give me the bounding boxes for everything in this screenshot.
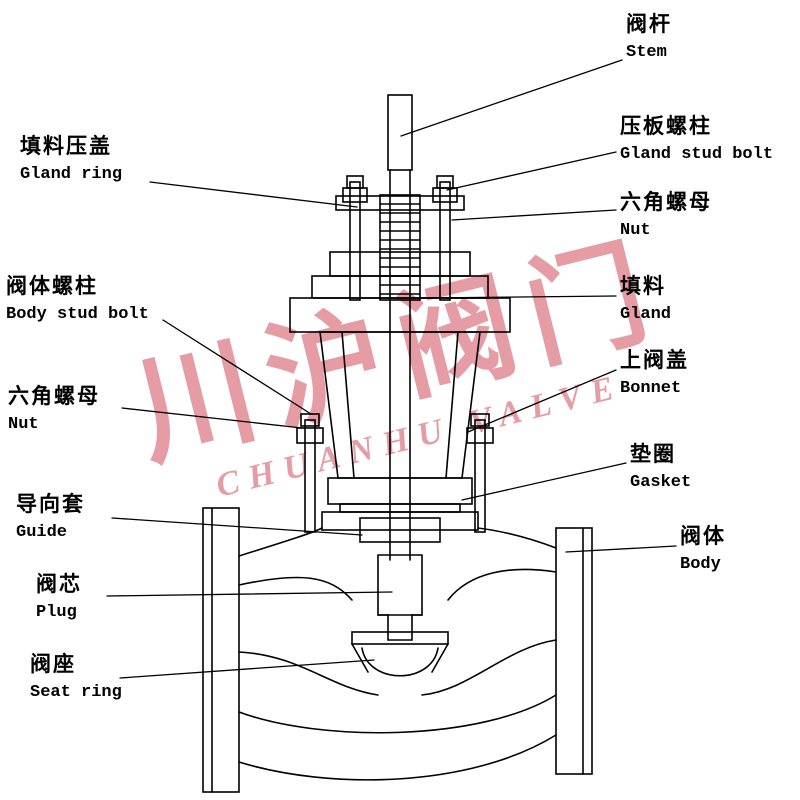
- plug-part: [377, 554, 423, 641]
- label-plug-en: Plug: [36, 603, 77, 622]
- label-body-stud-bolt: 阀体螺柱 Body stud bolt: [6, 270, 149, 324]
- label-seat-ring-zh: 阀座: [30, 652, 76, 676]
- label-guide-en: Guide: [16, 523, 68, 542]
- label-plug: 阀芯 Plug: [36, 568, 82, 622]
- gland-ring-part: [335, 195, 465, 211]
- guide-part: [359, 517, 441, 543]
- label-stem: 阀杆 Stem: [626, 8, 672, 62]
- label-gland-stud-bolt-en: Gland stud bolt: [620, 145, 774, 164]
- label-bonnet-en: Bonnet: [620, 379, 682, 398]
- seat-ring-part: [351, 631, 449, 677]
- label-guide-zh: 导向套: [16, 492, 85, 516]
- label-nut-upper-zh: 六角螺母: [620, 190, 712, 214]
- label-nut-upper-en: Nut: [620, 221, 651, 240]
- label-gland: 填料 Gland: [620, 270, 671, 324]
- label-gasket-zh: 垫圈: [630, 442, 676, 466]
- label-bonnet-zh: 上阀盖: [620, 348, 689, 372]
- label-bonnet: 上阀盖 Bonnet: [620, 344, 689, 398]
- label-gland-ring-en: Gland ring: [20, 165, 123, 184]
- body-stud-bolt-part: [296, 413, 494, 533]
- label-gland-en: Gland: [620, 305, 672, 324]
- bonnet-flange-part: [289, 251, 511, 333]
- stem-part: [387, 94, 413, 561]
- leader-lines: [106, 59, 677, 679]
- label-plug-zh: 阀芯: [36, 572, 82, 596]
- label-nut-upper: 六角螺母 Nut: [620, 186, 712, 240]
- label-gasket: 垫圈 Gasket: [630, 438, 691, 492]
- label-gland-ring: 填料压盖 Gland ring: [20, 130, 122, 184]
- label-gland-stud-bolt-zh: 压板螺柱: [620, 114, 712, 138]
- label-gasket-en: Gasket: [630, 473, 692, 492]
- label-nut-lower-en: Nut: [8, 415, 39, 434]
- gland-stud-bolt-part: [342, 175, 458, 301]
- label-stem-zh: 阀杆: [626, 12, 672, 36]
- gasket-part: [339, 503, 461, 513]
- label-stem-en: Stem: [626, 43, 667, 62]
- label-body-stud-bolt-zh: 阀体螺柱: [6, 274, 98, 298]
- label-gland-stud-bolt: 压板螺柱 Gland stud bolt: [620, 110, 773, 164]
- label-seat-ring-en: Seat ring: [30, 683, 122, 702]
- body-part: [202, 507, 593, 793]
- body-flange-part: [321, 511, 479, 531]
- label-seat-ring: 阀座 Seat ring: [30, 648, 122, 702]
- label-gland-ring-zh: 填料压盖: [20, 134, 112, 158]
- bonnet-part: [319, 331, 481, 505]
- label-nut-lower-zh: 六角螺母: [8, 384, 100, 408]
- label-body: 阀体 Body: [680, 520, 726, 574]
- label-body-stud-bolt-en: Body stud bolt: [6, 305, 149, 324]
- label-body-zh: 阀体: [680, 524, 726, 548]
- label-gland-zh: 填料: [620, 274, 666, 298]
- label-body-en: Body: [680, 555, 721, 574]
- label-nut-lower: 六角螺母 Nut: [8, 380, 100, 434]
- label-guide: 导向套 Guide: [16, 488, 85, 542]
